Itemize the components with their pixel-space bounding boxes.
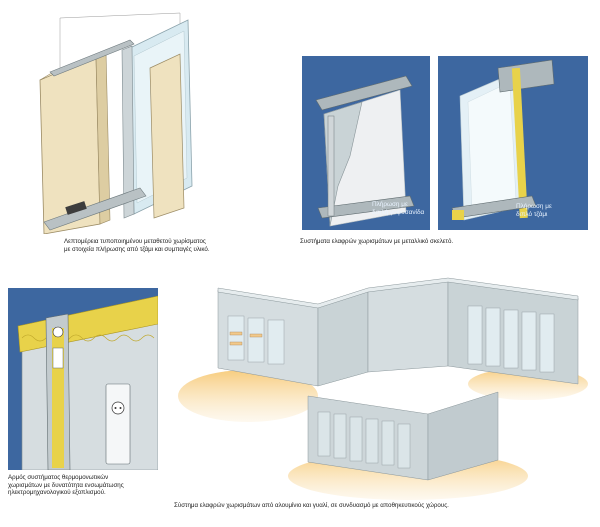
figure-2-caption: Συστήματα ελαφρών χωρισμάτων με μεταλλικ… bbox=[300, 238, 590, 246]
figure-4-caption: Σύστημα ελαφρών χωρισμάτων από αλουμίνιο… bbox=[174, 502, 594, 510]
figure-2-metal-frame-systems: Πλήρωση με διπλή γυψοσανίδα Πλήρωση με δ… bbox=[302, 56, 588, 232]
metal-frame-illustration: Πλήρωση με διπλή γυψοσανίδα Πλήρωση με δ… bbox=[302, 56, 588, 230]
caption-line: ηλεκτρομηχανολογικού εξοπλισμού. bbox=[8, 489, 106, 497]
partition-detail-illustration bbox=[39, 12, 193, 235]
label-line: Πλήρωση με bbox=[372, 201, 408, 208]
thermal-joint-illustration bbox=[8, 288, 159, 471]
figure-3-caption: Αρμός συστήματος θερμομονωτικών χωρισμάτ… bbox=[8, 474, 178, 497]
label-line: Πλήρωση με bbox=[516, 203, 552, 210]
caption-line: Αρμός συστήματος θερμομονωτικών bbox=[8, 474, 109, 481]
frame-post bbox=[121, 45, 135, 219]
figure-4-aluminium-glass-system bbox=[168, 276, 594, 500]
label-line: διπλό τζάμι bbox=[516, 210, 548, 218]
panel-left-label: Πλήρωση με διπλή γυψοσανίδα bbox=[372, 201, 425, 216]
panel-right-label: Πλήρωση με διπλό τζάμι bbox=[516, 203, 552, 218]
base-profile bbox=[43, 187, 147, 231]
socket-plate bbox=[105, 383, 131, 465]
figure-1-partition-detail bbox=[30, 8, 260, 235]
figure-3-thermal-joint bbox=[8, 288, 159, 471]
label-line: διπλή γυψοσανίδα bbox=[372, 208, 425, 216]
floor-glow bbox=[178, 370, 318, 422]
caption-line: Λεπτομέρεια τυποποιημένου μεταθετού χωρί… bbox=[64, 238, 206, 245]
caption-line: με στοιχεία πλήρωσης από τζάμι και συμπα… bbox=[64, 245, 210, 253]
office-partition-illustration bbox=[178, 277, 588, 500]
caption-line: Συστήματα ελαφρών χωρισμάτων με μεταλλικ… bbox=[300, 238, 454, 245]
caption-line: Σύστημα ελαφρών χωρισμάτων από αλουμίνιο… bbox=[174, 502, 449, 509]
caption-line: χωρισμάτων με δυνατότητα ενσωμάτωσης bbox=[8, 481, 124, 489]
figure-1-caption: Λεπτομέρεια τυποποιημένου μεταθετού χωρί… bbox=[54, 238, 284, 253]
socket-icon bbox=[111, 401, 125, 415]
